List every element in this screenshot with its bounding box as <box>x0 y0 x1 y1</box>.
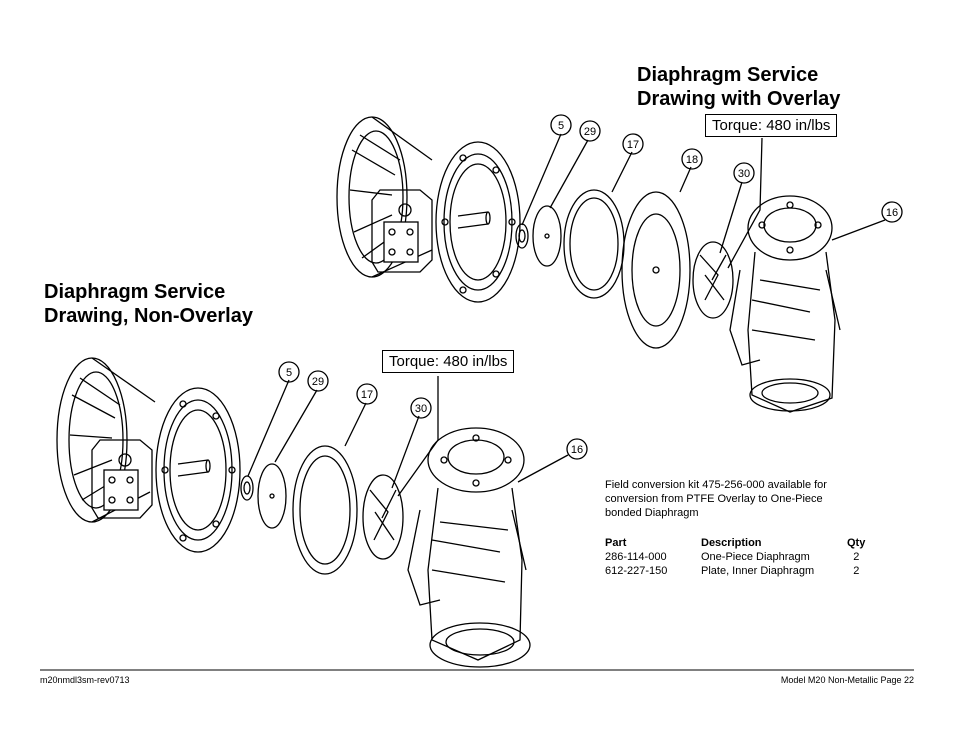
overlay-part-29-plate <box>532 205 562 267</box>
nonoverlay-callout-29: 29 <box>312 376 324 388</box>
parts-table-header: Part Description Qty <box>605 536 865 550</box>
part-description: One-Piece Diaphragm <box>701 551 810 563</box>
overlay-callout-18: 18 <box>686 154 698 166</box>
overlay-part-18-overlay <box>621 191 691 349</box>
nonoverlay-callout-16: 16 <box>571 444 583 456</box>
note-line-2: conversion from PTFE Overlay to One-Piec… <box>605 493 823 505</box>
part-number: 286-114-000 <box>605 551 667 563</box>
table-row: 286-114-000 One-Piece Diaphragm 2 <box>605 550 865 564</box>
overlay-title-line1: Diaphragm Service <box>637 64 819 86</box>
header-qty: Qty <box>847 537 866 549</box>
nonoverlay-title-line1: Diaphragm Service <box>44 281 226 303</box>
header-part: Part <box>605 537 627 549</box>
conversion-note: Field conversion kit 475-256-000 availab… <box>605 478 827 520</box>
nonoverlay-torque-label: Torque: 480 in/lbs <box>382 350 515 373</box>
nonoverlay-part-29-plate <box>257 463 287 529</box>
footer-doc-id: m20nmdl3sm-rev0713 <box>40 675 130 685</box>
part-description: Plate, Inner Diaphragm <box>701 565 815 577</box>
overlay-part-16-manifold <box>729 195 841 413</box>
overlay-part-5-washer <box>515 223 529 249</box>
nonoverlay-pump-body <box>56 357 241 553</box>
table-row: 612-227-150 Plate, Inner Diaphragm 2 <box>605 564 865 578</box>
overlay-callout-5: 5 <box>558 120 564 132</box>
nonoverlay-part-16-manifold <box>407 427 531 668</box>
part-number: 612-227-150 <box>605 565 668 577</box>
overlay-callout-30: 30 <box>738 168 750 180</box>
overlay-callout-16: 16 <box>886 207 898 219</box>
overlay-callout-17: 17 <box>627 139 639 151</box>
nonoverlay-title-line2: Drawing, Non-Overlay <box>44 305 253 327</box>
overlay-torque-label: Torque: 480 in/lbs <box>705 114 838 137</box>
overlay-part-30-inner-plate <box>692 241 734 319</box>
overlay-title-line2: Drawing with Overlay <box>637 88 841 110</box>
overlay-part-17-diaphragm <box>563 189 625 299</box>
overlay-pump-body <box>336 116 521 303</box>
nonoverlay-callout-17: 17 <box>361 389 373 401</box>
parts-table: Part Description Qty 286-114-000 One-Pie… <box>605 536 865 578</box>
nonoverlay-part-17-diaphragm <box>292 445 358 575</box>
note-line-3: bonded Diaphragm <box>605 507 699 519</box>
nonoverlay-callout-5: 5 <box>286 367 292 379</box>
overlay-title: Diaphragm Service Drawing with Overlay <box>637 63 840 111</box>
overlay-callout-29: 29 <box>584 126 596 138</box>
nonoverlay-part-5-washer <box>240 475 254 501</box>
nonoverlay-part-30-inner-plate <box>362 474 404 560</box>
header-description: Description <box>701 537 762 549</box>
nonoverlay-title: Diaphragm Service Drawing, Non-Overlay <box>44 280 253 328</box>
note-line-1: Field conversion kit 475-256-000 availab… <box>605 479 827 491</box>
nonoverlay-callout-30: 30 <box>415 403 427 415</box>
footer-page-label: Model M20 Non-Metallic Page 22 <box>780 675 914 685</box>
part-qty: 2 <box>853 565 860 577</box>
part-qty: 2 <box>853 551 860 563</box>
